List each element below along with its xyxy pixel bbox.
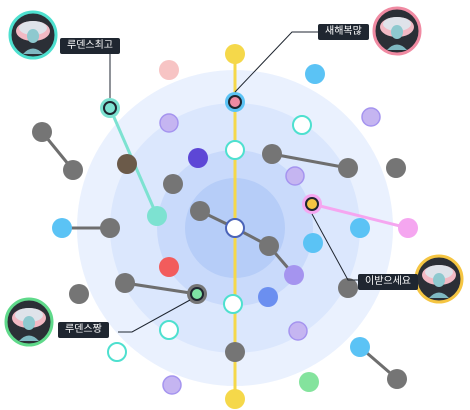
royal-blue-node[interactable] bbox=[258, 287, 278, 307]
board-nodes bbox=[32, 44, 418, 409]
bust-avatar-icon bbox=[372, 6, 422, 56]
mint-node[interactable] bbox=[147, 206, 167, 226]
blue-node[interactable] bbox=[305, 64, 325, 84]
indigo-node[interactable] bbox=[188, 148, 208, 168]
brown-node[interactable] bbox=[117, 154, 137, 174]
gray-node[interactable] bbox=[259, 236, 279, 256]
leader-line-bottom-left bbox=[118, 299, 191, 333]
pink-node[interactable] bbox=[159, 60, 179, 80]
gray-node[interactable] bbox=[69, 284, 89, 304]
blue-node[interactable] bbox=[350, 218, 370, 238]
gray-node[interactable] bbox=[100, 218, 120, 238]
blue-node[interactable] bbox=[350, 337, 370, 357]
yellow-node[interactable] bbox=[225, 389, 245, 409]
player-marker-bottom-left[interactable] bbox=[187, 284, 207, 304]
blue-node[interactable] bbox=[303, 233, 323, 253]
player-marker-top-right[interactable] bbox=[225, 92, 245, 112]
bust-avatar-icon bbox=[8, 10, 58, 60]
player-name-tag: 새해복많 bbox=[318, 24, 369, 40]
bust-avatar-icon bbox=[4, 297, 54, 347]
avatar-right[interactable] bbox=[414, 254, 464, 304]
bust-avatar-icon bbox=[414, 254, 464, 304]
player-name-tag: 루덴스짱 bbox=[58, 322, 109, 338]
avatar-top-right[interactable] bbox=[372, 6, 422, 56]
connector-line bbox=[271, 152, 349, 170]
pink-player-path bbox=[311, 202, 409, 230]
empty-node[interactable] bbox=[223, 294, 243, 314]
avatar-top-left[interactable] bbox=[8, 10, 58, 60]
player-name-tag: 루덴스최고 bbox=[60, 38, 120, 54]
green-node[interactable] bbox=[299, 372, 319, 392]
leader-line-right bbox=[311, 213, 358, 281]
gray-node[interactable] bbox=[338, 278, 358, 298]
player-name-tag: 이받으세요 bbox=[358, 274, 418, 290]
lavender-node[interactable] bbox=[285, 166, 305, 186]
gray-node[interactable] bbox=[163, 174, 183, 194]
player-markers bbox=[100, 92, 322, 304]
connector-line bbox=[124, 281, 198, 296]
yellow-node[interactable] bbox=[225, 44, 245, 64]
gray-node[interactable] bbox=[115, 273, 135, 293]
lavender-node[interactable] bbox=[288, 321, 308, 341]
blue-node[interactable] bbox=[52, 218, 72, 238]
gray-node[interactable] bbox=[262, 144, 282, 164]
purple-node[interactable] bbox=[284, 265, 304, 285]
empty-node[interactable] bbox=[225, 140, 245, 160]
gray-node[interactable] bbox=[386, 158, 406, 178]
gray-node[interactable] bbox=[190, 201, 210, 221]
leader-line-top-right bbox=[234, 31, 318, 93]
lavender-node[interactable] bbox=[162, 375, 182, 395]
gray-node[interactable] bbox=[63, 160, 83, 180]
gray-node[interactable] bbox=[225, 342, 245, 362]
gray-node[interactable] bbox=[32, 122, 52, 142]
magenta-node[interactable] bbox=[398, 218, 418, 238]
lavender-node[interactable] bbox=[361, 107, 381, 127]
empty-node[interactable] bbox=[292, 115, 312, 135]
empty-node[interactable] bbox=[107, 342, 127, 362]
avatar-bottom-left[interactable] bbox=[4, 297, 54, 347]
gray-node[interactable] bbox=[338, 158, 358, 178]
red-node[interactable] bbox=[159, 257, 179, 277]
player-marker-right[interactable] bbox=[302, 194, 322, 214]
center-node[interactable] bbox=[225, 218, 245, 238]
lavender-node[interactable] bbox=[159, 113, 179, 133]
gray-node[interactable] bbox=[387, 369, 407, 389]
empty-node[interactable] bbox=[159, 320, 179, 340]
player-marker-top-left[interactable] bbox=[100, 98, 120, 118]
